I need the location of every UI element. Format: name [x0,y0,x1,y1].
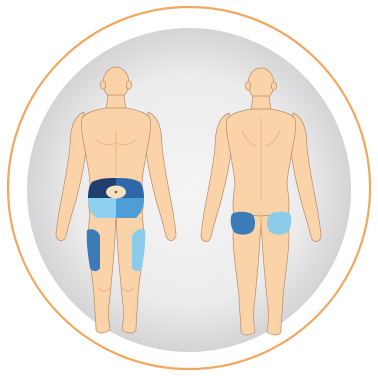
back-head [248,68,274,100]
zone-buttock-right [267,212,291,235]
zone-buttock-left [231,212,255,235]
front-ear-right [126,81,131,89]
back-ear-right [271,82,276,90]
back-neck [251,96,271,110]
front-head [103,67,129,99]
back-ear-left [245,82,250,90]
front-ear-left [100,81,105,89]
navel-dot [115,191,118,194]
